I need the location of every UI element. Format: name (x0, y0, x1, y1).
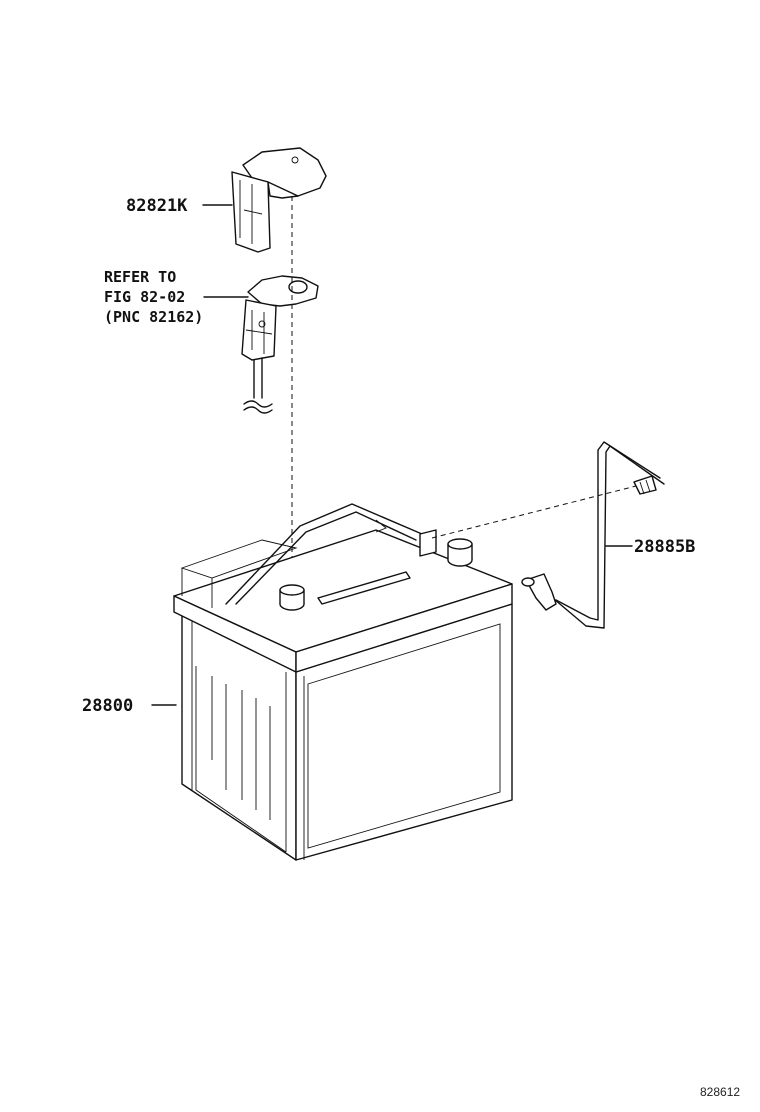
reference-note-line3: (PNC 82162) (104, 308, 203, 326)
hose-alignment-line (431, 485, 637, 539)
battery-terminal-clamp[interactable] (241, 275, 319, 414)
vent-hose-part[interactable] (521, 441, 665, 629)
terminal-cover-part[interactable] (231, 147, 327, 253)
figure-id: 828612 (700, 1085, 740, 1099)
battery-label: 28800 (82, 696, 133, 716)
terminal-cover-label: 82821K (126, 196, 188, 216)
reference-note-line1: REFER TO (104, 268, 176, 286)
battery-part[interactable] (173, 503, 513, 861)
reference-note-line2: FIG 82-02 (104, 288, 185, 306)
vent-hose-label: 28885B (634, 537, 695, 557)
